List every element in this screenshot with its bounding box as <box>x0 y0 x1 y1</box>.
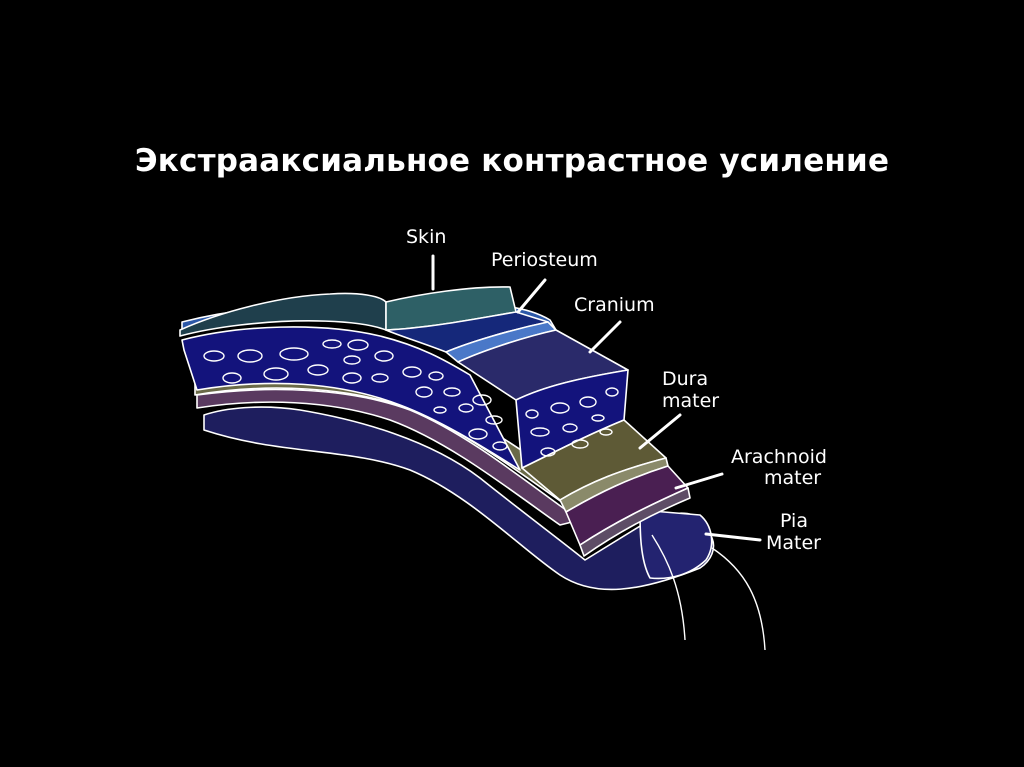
arachnoid-block-front <box>579 487 691 557</box>
cranium-leader <box>588 320 622 354</box>
cranium-label: Cranium <box>574 294 655 316</box>
periosteum-label: Periosteum <box>491 249 598 271</box>
dura-label-line-1: Dura <box>662 368 708 390</box>
pia-fold-right <box>711 547 766 651</box>
dura-label-line-2: mater <box>662 390 719 412</box>
cranium-block-pores <box>525 387 619 457</box>
arachnoid-label-line-2: mater <box>764 467 821 489</box>
pia-fold-left <box>651 534 686 641</box>
cranium-pores <box>203 339 508 451</box>
skin-label: Skin <box>406 226 446 248</box>
arachnoid-leader <box>674 472 724 490</box>
pia-leader <box>704 532 762 542</box>
cranium-band <box>181 326 521 471</box>
pia-label-line-2: Mater <box>766 532 821 554</box>
pia-mater-cap <box>639 509 713 580</box>
arachnoid-label-line-1: Arachnoid <box>731 446 827 468</box>
pia-label-line-1: Pia <box>780 510 808 532</box>
dura-leader <box>638 413 682 450</box>
slide-title: Экстрааксиальное контрастное усиление <box>134 143 890 179</box>
periosteum-leader <box>516 278 547 314</box>
